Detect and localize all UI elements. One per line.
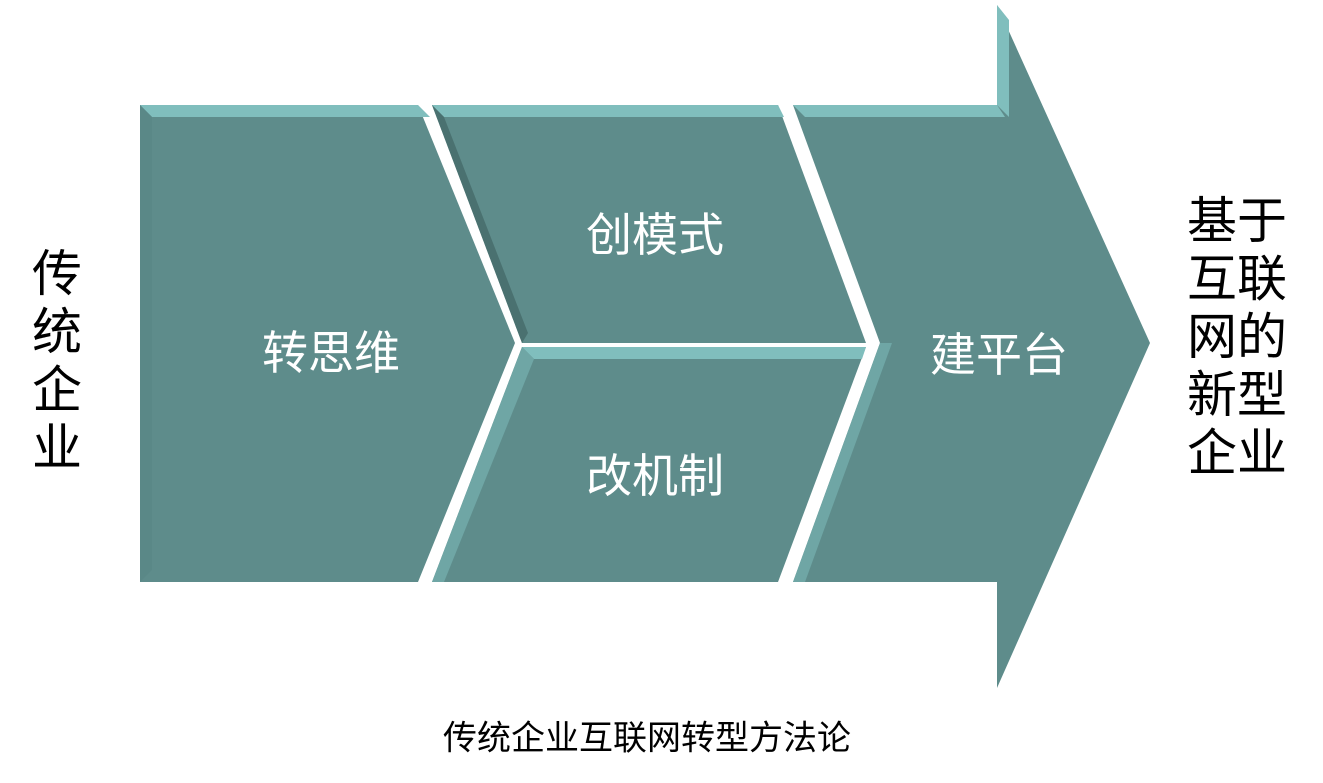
step-think-label: 转思维: [262, 326, 400, 380]
left-label-char: 统: [32, 303, 82, 361]
step-model-label: 创模式: [586, 208, 724, 262]
right-label-line: 基于: [1187, 192, 1287, 250]
right-label-line: 互联: [1187, 250, 1287, 308]
step-platform-label: 建平台: [930, 328, 1068, 382]
right-label-line: 企业: [1187, 424, 1287, 482]
left-label-char: 传: [32, 245, 82, 303]
right-label: 基于 互联 网的 新型 企业: [1185, 192, 1289, 482]
right-label-line: 新型: [1187, 366, 1287, 424]
left-label: 传 统 企 业: [30, 245, 84, 477]
block-think: [140, 105, 515, 582]
left-label-char: 业: [32, 419, 82, 477]
step-mechanism-label: 改机制: [586, 449, 724, 503]
right-label-line: 网的: [1187, 308, 1287, 366]
left-label-char: 企: [32, 361, 82, 419]
block-model: [432, 105, 866, 343]
block-mechanism: [432, 347, 866, 582]
arrow-platform: [793, 5, 1150, 688]
diagram-title: 传统企业互联网转型方法论: [443, 718, 851, 759]
